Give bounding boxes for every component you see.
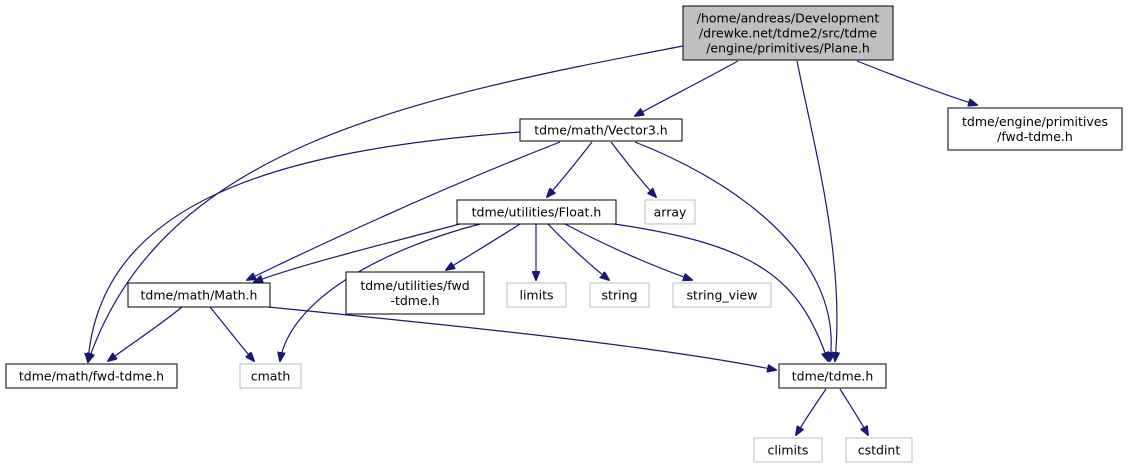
node-box: [672, 282, 772, 308]
node-box: [519, 118, 683, 142]
node-label: string: [602, 288, 638, 303]
node-label: climits: [768, 443, 809, 458]
edge-vector3-to-math: [247, 141, 561, 280]
edge-vector3-to-tdme: [634, 141, 831, 361]
node-box: [506, 282, 567, 308]
node-label: tdme/tdme.h: [792, 369, 874, 384]
node-label: array: [654, 205, 687, 220]
node-cstdint: cstdint: [845, 437, 913, 463]
edge-float-to-math: [254, 223, 461, 282]
edge-float-to-util_fwd: [446, 223, 521, 270]
node-box: [644, 199, 696, 225]
edge-float-to-tdme: [613, 223, 828, 361]
node-math_fwd[interactable]: tdme/math/fwd-tdme.h: [5, 363, 178, 389]
node-box: [682, 5, 894, 61]
node-math[interactable]: tdme/math/Math.h: [127, 282, 271, 308]
node-label: /home/andreas/Development: [697, 11, 880, 26]
node-label: -tdme.h: [390, 293, 439, 308]
node-plane[interactable]: /home/andreas/Development/drewke.net/tdm…: [682, 5, 894, 61]
edge-tdme-to-climits: [796, 388, 827, 435]
node-label: tdme/math/fwd-tdme.h: [19, 369, 164, 384]
node-label: cstdint: [858, 443, 901, 458]
node-prim_fwd[interactable]: tdme/engine/primitives/fwd-tdme.h: [947, 107, 1123, 151]
node-vector3[interactable]: tdme/math/Vector3.h: [519, 118, 683, 142]
node-label: tdme/math/Math.h: [141, 288, 258, 303]
edge-math-to-cmath: [209, 306, 254, 361]
node-label: /drewke.net/tdme2/src/tdme: [699, 26, 877, 41]
node-tdme[interactable]: tdme/tdme.h: [778, 363, 887, 389]
node-box: [456, 199, 617, 225]
node-label: tdme/engine/primitives: [962, 114, 1108, 129]
edge-vector3-to-float: [547, 141, 593, 197]
node-box: [239, 363, 302, 389]
node-box: [589, 282, 650, 308]
node-label: string_view: [687, 288, 758, 303]
nodes-layer: /home/andreas/Development/drewke.net/tdm…: [5, 5, 1123, 463]
edges-layer: [88, 45, 977, 435]
edge-plane-to-tdme: [796, 60, 837, 361]
edge-tdme-to-cstdint: [839, 388, 868, 435]
node-limits: limits: [506, 282, 567, 308]
node-label: limits: [519, 288, 553, 303]
edge-float-to-string: [547, 223, 609, 280]
node-array: array: [644, 199, 696, 225]
edge-plane-to-vector3: [635, 60, 739, 116]
node-label: tdme/utilities/Float.h: [472, 205, 602, 220]
edge-math-to-tdme: [267, 306, 776, 370]
node-box: [753, 437, 823, 463]
node-box: [778, 363, 887, 389]
node-label: /fwd-tdme.h: [997, 129, 1073, 144]
node-util_fwd[interactable]: tdme/utilities/fwd-tdme.h: [345, 271, 485, 315]
node-label: /engine/primitives/Plane.h: [706, 41, 870, 56]
node-float[interactable]: tdme/utilities/Float.h: [456, 199, 617, 225]
node-climits: climits: [753, 437, 823, 463]
node-label: tdme/math/Vector3.h: [534, 123, 667, 138]
edge-vector3-to-array: [610, 141, 656, 197]
edge-plane-to-prim_fwd: [856, 60, 977, 105]
node-cmath: cmath: [239, 363, 302, 389]
node-box: [127, 282, 271, 308]
edge-math-to-math_fwd: [108, 306, 183, 361]
node-box: [5, 363, 178, 389]
edge-plane-to-math_fwd: [88, 45, 684, 362]
node-box: [845, 437, 913, 463]
node-label: cmath: [251, 369, 291, 384]
node-string_view: string_view: [672, 282, 772, 308]
node-label: tdme/utilities/fwd: [360, 278, 469, 293]
node-string: string: [589, 282, 650, 308]
edge-float-to-string_view: [564, 223, 692, 280]
node-box: [947, 107, 1123, 151]
node-box: [345, 271, 485, 315]
edge-vector3-to-math_fwd: [88, 131, 521, 362]
